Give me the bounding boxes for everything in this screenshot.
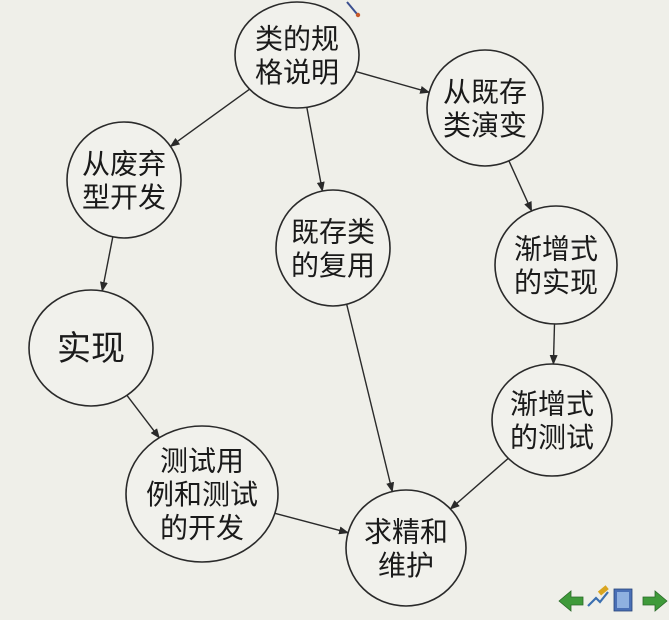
node-label-line: 测试用 [160, 445, 244, 478]
edge-discard-to-impl [100, 236, 114, 292]
edge-impl-to-testdev [126, 394, 160, 439]
edge-spec-to-discard [169, 88, 251, 147]
node-label-line: 的实现 [514, 266, 598, 299]
node-label-line: 格说明 [255, 56, 339, 89]
node-circle [125, 425, 279, 563]
back-arrow-icon[interactable] [558, 590, 584, 612]
node-circle [426, 49, 544, 167]
diagram-nodes: 类的规格说明从废弃型开发从既存类演变既存类的复用渐增式的实现实现渐增式的测试测试… [28, 1, 618, 607]
node-label-line: 的测试 [510, 421, 594, 454]
node-circle [345, 489, 467, 607]
node-label-line: 的复用 [291, 249, 375, 282]
node-circle [234, 1, 360, 109]
book-icon[interactable] [613, 588, 633, 612]
node-label-line: 例和测试 [146, 478, 258, 511]
edge-inctest-to-refine [449, 457, 509, 510]
node-label-line: 类演变 [443, 109, 527, 142]
node-circle [66, 121, 182, 239]
edge-spec-to-evolve [355, 70, 431, 94]
edge-reuse-to-refine [346, 304, 395, 493]
node-label-line: 渐增式 [514, 232, 598, 265]
node-label-line: 型开发 [82, 181, 166, 214]
pen-check-icon[interactable] [587, 585, 609, 607]
node-label-line: 的开发 [160, 512, 244, 545]
forward-arrow-icon[interactable] [642, 590, 668, 612]
node-label-line: 从既存 [443, 75, 527, 108]
node-circle [491, 363, 613, 477]
node-label-line: 类的规 [255, 22, 339, 55]
edge-incimpl-to-inctest [549, 323, 558, 365]
node-circle [28, 289, 154, 407]
node-label-line: 从废弃 [82, 147, 166, 180]
node-label-line: 渐增式 [510, 387, 594, 420]
node-label-line: 实现 [57, 329, 125, 369]
node-label-line: 既存类 [291, 215, 375, 248]
node-circle [494, 205, 618, 325]
node-label-line: 求精和 [364, 515, 448, 548]
pen-cursor-icon [346, 1, 361, 18]
edge-testdev-to-refine [274, 512, 350, 535]
edge-spec-to-reuse [306, 107, 325, 192]
node-impl: 实现 [28, 289, 154, 407]
node-label-line: 维护 [378, 549, 434, 582]
nav-bar [558, 585, 668, 612]
edge-evolve-to-incimpl [508, 160, 533, 212]
node-circle [275, 189, 391, 307]
diagram-edges [100, 70, 558, 535]
